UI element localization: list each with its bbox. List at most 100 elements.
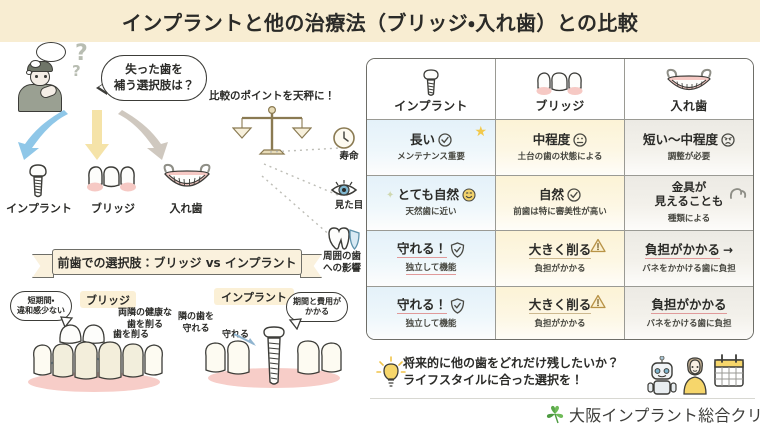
table-row: ✦ とても自然 天然歯に近い 自然 [367,174,753,230]
criterion-impact-line2: への影響 [322,262,361,274]
cell-appearance-implant: ✦ とても自然 天然歯に近い [367,175,496,230]
table-header-denture-label: 入れ歯 [670,99,708,113]
cell-main-label: 大きく削る [528,241,592,259]
option-denture-icon [163,163,211,187]
implant-callout-bubble: 期間と費用が かかる [286,292,348,322]
cell-sub-text: バネをかかける歯に負担 [642,263,736,274]
arrow-bridge-icon [85,110,109,160]
table-header-bridge: ブリッジ [496,59,625,119]
footer-message: 将来的に他の歯をどれだけ残したいか？ ライフスタイルに合った選択を！ [403,355,619,390]
cell-main-label: 守れる！ [396,297,447,315]
footer-divider [370,398,755,399]
cell-main-label: 負担がかかる [651,297,727,315]
cell-main-text: 負担がかかる [651,297,727,315]
bridge-bubble-line2: 違和感少ない [17,306,65,315]
question-line-2: 補う選択肢は？ [113,78,195,92]
table-header-bridge-label: ブリッジ [535,99,585,113]
cell-sub-text: メンテナンス重要 [397,151,465,162]
footer-message-line2: ライフスタイルに合った選択を！ [403,373,584,388]
table-row: 守れる！ 独立して機能 大きく削る 負担がかかる [367,230,753,286]
question-mark-large: ? [75,41,88,66]
table-header-implant: インプラント [367,59,496,119]
branch-arrows [18,110,168,160]
question-line-1: 失った歯を [125,62,183,77]
person-eye-left [35,75,38,79]
cell-impact2-bridge: 大きく削る 負担がかかる [496,286,625,339]
cell-lifespan-bridge: 中程度 土台の歯の状態による [496,120,625,175]
cell-appearance-denture: 金具が見えることも 種類による [625,175,753,230]
cell-main-text: 短い〜中程度 [643,133,735,147]
cell-appearance-bridge: 自然 前歯は特に審美性が高い [496,175,625,230]
arrow-right-icon: → [722,243,734,258]
implant-note-line1: 隣の歯を [178,312,215,322]
cell-main-label: 短い〜中程度 [642,131,718,147]
eye-icon [330,180,358,196]
option-label-bridge: ブリッジ [91,202,135,215]
cell-main-text: 金具が見えることも [654,180,747,209]
cell-main-text: 守れる！ [396,240,465,258]
cell-sub-text: 種類による [667,214,711,225]
comparison-table: インプラント ブリッジ [366,58,754,340]
cell-main-label: 中程度 [532,131,571,147]
cell-main-text: 大きく削る [528,238,606,259]
calendar-icon [714,354,744,387]
implant-note: 隣の歯を 守れる [178,312,214,335]
bridge-callout-bubble: 短期間・ 違和感少ない [10,291,72,321]
header-denture-icon [660,67,718,97]
check-circle-icon [567,188,581,202]
table-header-row: インプラント ブリッジ [367,59,753,119]
question-speech-bubble: 失った歯を 補う選択肢は？ [101,55,207,101]
table-header-denture: 入れ歯 [625,59,753,119]
best-choice-star-icon: ★ [474,124,487,140]
scale-caption: 比較のポイントを天秤に！ [209,90,335,102]
cell-sub-text: 天然歯に近い [405,207,457,218]
thought-bubble-medium [30,60,41,68]
neutral-face-icon [573,133,587,147]
footer-message-line1: 将来的に他の歯をどれだけ残したいか？ [403,356,620,370]
warning-icon [590,238,606,253]
clasp-icon [729,187,747,199]
table-row: ★ 長い メンテナンス重要 中程度 [367,119,753,175]
bridge-pontic-icon [59,324,105,344]
clock-icon [333,127,355,149]
bridge-note: 両隣の健康な 歯を削る [118,308,172,331]
cell-main-text: 負担がかかる → [644,241,734,259]
cell-main-text: 長い [410,133,452,147]
cell-sub-text: 土台の歯の状態による [517,151,603,162]
robot-icon [647,356,677,395]
cell-main-text: 大きく削る [528,294,606,315]
option-label-denture: 入れ歯 [169,202,203,215]
person-eye-right [44,75,47,79]
cell-main-text: 中程度 [533,133,588,147]
cell-main-label: 大きく削る [528,297,592,315]
cell-main-text: ✦ とても自然 [386,188,476,202]
arrow-denture-icon [118,110,168,160]
cell-sub-text: バネをかける歯に負担 [646,319,732,330]
bridge-note-line2: 歯を削る [127,319,164,330]
cell-impact2-implant: 守れる！ 独立して機能 [367,286,496,339]
cell-impact-implant: 守れる！ 独立して機能 [367,231,496,286]
cell-main-label: 自然 [538,187,564,203]
clinic-logo: 大阪インプラント総合クリニック [545,402,760,426]
bridge-note-line1: 両隣の健康な [118,308,173,318]
cell-sub-text: 独立して機能 [405,262,457,275]
table-row: 守れる！ 独立して機能 大きく削る 負担がかかる [367,285,753,339]
person-icon [683,357,707,395]
arrow-implant-icon [18,110,68,160]
header-bridge-icon [534,67,586,97]
criterion-impact-line1: 周囲の歯 [322,251,361,262]
table-header-implant-label: インプラント [394,99,468,113]
header-implant-icon [420,67,442,97]
implant-teeth-illustration [205,326,342,388]
cell-main-label: 負担がかかる [644,241,720,259]
option-implant-icon [29,164,47,198]
cell-main-label: 守れる！ [396,240,447,258]
tooth-shield-icon [328,227,360,250]
cell-main-text: 自然 [539,188,581,202]
worried-face-icon [721,133,735,147]
cell-sub-text: 前歯は特に審美性が高い [513,207,607,218]
cell-main-label: 金具が見えることも [654,180,724,209]
criterion-label-impact: 周囲の歯 への影響 [314,251,370,275]
warning-icon [590,294,606,308]
